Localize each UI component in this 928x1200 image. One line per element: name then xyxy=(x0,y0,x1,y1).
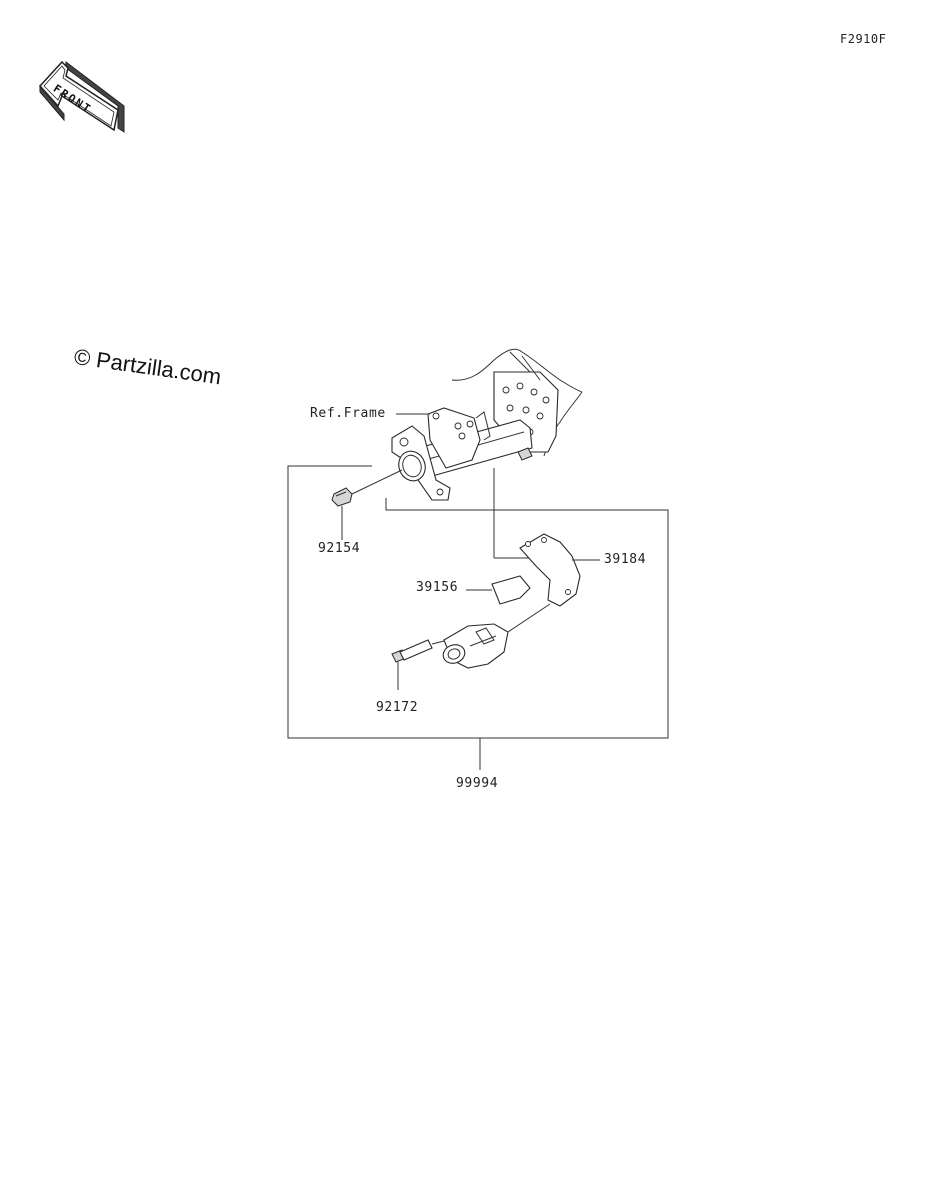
label-39184[interactable]: 39184 xyxy=(604,552,647,567)
front-arrow-icon xyxy=(38,60,125,133)
slider-part xyxy=(442,603,551,669)
ref-frame-drawing xyxy=(391,348,583,501)
label-92172[interactable]: 92172 xyxy=(376,700,419,715)
label-99994[interactable]: 99994 xyxy=(456,776,499,791)
bolt-92172 xyxy=(391,639,449,690)
label-39156[interactable]: 39156 xyxy=(416,580,459,595)
bolt-92154 xyxy=(331,469,403,540)
label-ref-frame: Ref.Frame xyxy=(310,406,386,421)
label-92154[interactable]: 92154 xyxy=(318,541,361,556)
pad-39156 xyxy=(466,575,531,605)
diagram-code: F2910F xyxy=(840,32,887,46)
cover-39184 xyxy=(519,533,600,607)
